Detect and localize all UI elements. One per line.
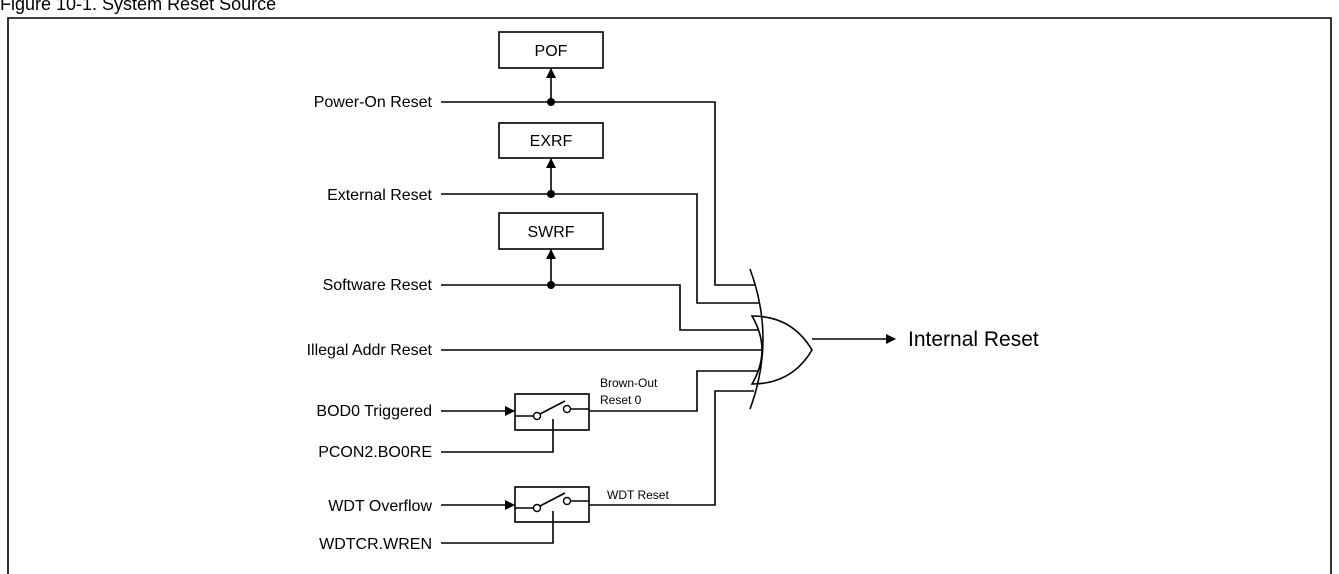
label-power-on-reset: Power-On Reset [314, 94, 433, 111]
wire-software [441, 284, 764, 331]
label-internal-reset: Internal Reset [908, 328, 1039, 351]
label-illegal-addr-reset: Illegal Addr Reset [307, 342, 433, 359]
label-software-reset: Software Reset [323, 277, 433, 294]
pof-flag-label: POF [535, 43, 568, 60]
wire-power-on [441, 101, 755, 286]
label-pcon2-bo0re: PCON2.BO0RE [318, 444, 432, 461]
note-brown-out-line2: Reset 0 [600, 393, 642, 407]
swrf-flag-label: SWRF [527, 224, 574, 241]
bod0-switch-blade [539, 400, 566, 415]
note-brown-out-line1: Brown-Out [600, 376, 658, 390]
wdt-switch-box [514, 486, 590, 523]
label-external-reset: External Reset [327, 187, 432, 204]
wdt-switch-blade [539, 492, 566, 507]
figure-frame [7, 17, 1332, 574]
wdt-switch-contact-right [562, 496, 572, 506]
wire-wdt-reset [589, 390, 754, 506]
or-gate-input-extension [749, 268, 764, 410]
wire-external [441, 193, 760, 304]
bod0-switch-contact-right [562, 404, 572, 414]
wire-pcon2-control [441, 419, 554, 453]
exrf-flag-box [498, 122, 604, 159]
label-wdt-overflow: WDT Overflow [328, 498, 432, 515]
label-wdtcr-wren: WDTCR.WREN [319, 536, 432, 553]
bod0-switch-contact-left [532, 411, 542, 421]
exrf-flag-label: EXRF [530, 133, 573, 150]
bod0-switch-box [514, 393, 590, 431]
note-wdt-reset: WDT Reset [607, 488, 669, 502]
wdt-switch-contact-left [532, 503, 542, 513]
wire-wdtcr-control [441, 511, 554, 544]
wire-brown-out-reset [589, 370, 760, 412]
pof-flag-box [498, 31, 604, 69]
swrf-flag-box [498, 212, 604, 250]
label-bod0-triggered: BOD0 Triggered [316, 403, 432, 420]
figure-caption: Figure 10-1. System Reset Source [0, 0, 277, 14]
